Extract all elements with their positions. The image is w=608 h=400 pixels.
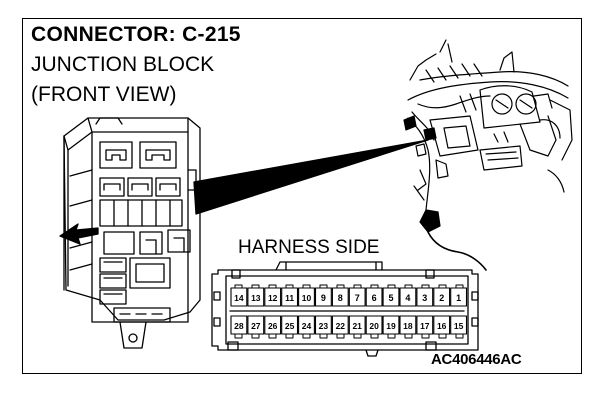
junction-block-drawing bbox=[63, 117, 201, 349]
pin-label-bottom: 24 bbox=[302, 321, 312, 331]
pin-label-top: 13 bbox=[251, 293, 261, 303]
pin-label-bottom: 23 bbox=[319, 321, 329, 331]
harness-connector-drawing bbox=[211, 261, 479, 357]
pin-label-bottom: 20 bbox=[369, 321, 379, 331]
pin-label-top: 6 bbox=[372, 293, 377, 303]
leader-wedge bbox=[193, 139, 429, 215]
pin-label-bottom: 17 bbox=[420, 321, 430, 331]
connector-title: CONNECTOR: C-215 bbox=[31, 23, 241, 46]
pin-label-top: 4 bbox=[405, 293, 410, 303]
pin-label-bottom: 22 bbox=[336, 321, 346, 331]
pin-label-top: 11 bbox=[285, 293, 294, 303]
pin-label-bottom: 16 bbox=[437, 321, 447, 331]
harness-side-label: HARNESS SIDE bbox=[238, 237, 380, 258]
pin-label-bottom: 18 bbox=[403, 321, 413, 331]
pin-label-top: 14 bbox=[234, 293, 244, 303]
vehicle-dash-drawing bbox=[403, 39, 573, 271]
pin-label-top: 9 bbox=[321, 293, 326, 303]
figure-code: AC406446AC bbox=[431, 351, 522, 368]
pin-label-top: 3 bbox=[422, 293, 427, 303]
pin-label-bottom: 28 bbox=[234, 321, 244, 331]
pointer-arrow-icon bbox=[59, 223, 99, 245]
pin-label-top: 10 bbox=[302, 293, 312, 303]
component-name: JUNCTION BLOCK bbox=[31, 53, 215, 76]
pin-label-top: 7 bbox=[355, 293, 360, 303]
pin-label-bottom: 21 bbox=[352, 321, 362, 331]
pin-label-bottom: 25 bbox=[285, 321, 295, 331]
view-label: (FRONT VIEW) bbox=[31, 83, 177, 106]
pin-label-top: 1 bbox=[456, 293, 461, 303]
pin-label-top: 2 bbox=[439, 293, 444, 303]
pin-label-top: 12 bbox=[268, 293, 278, 303]
pin-label-bottom: 19 bbox=[386, 321, 396, 331]
pin-label-bottom: 15 bbox=[454, 321, 464, 331]
pin-label-bottom: 27 bbox=[251, 321, 261, 331]
pin-label-bottom: 26 bbox=[268, 321, 278, 331]
pin-label-top: 5 bbox=[388, 293, 393, 303]
pin-label-top: 8 bbox=[338, 293, 343, 303]
